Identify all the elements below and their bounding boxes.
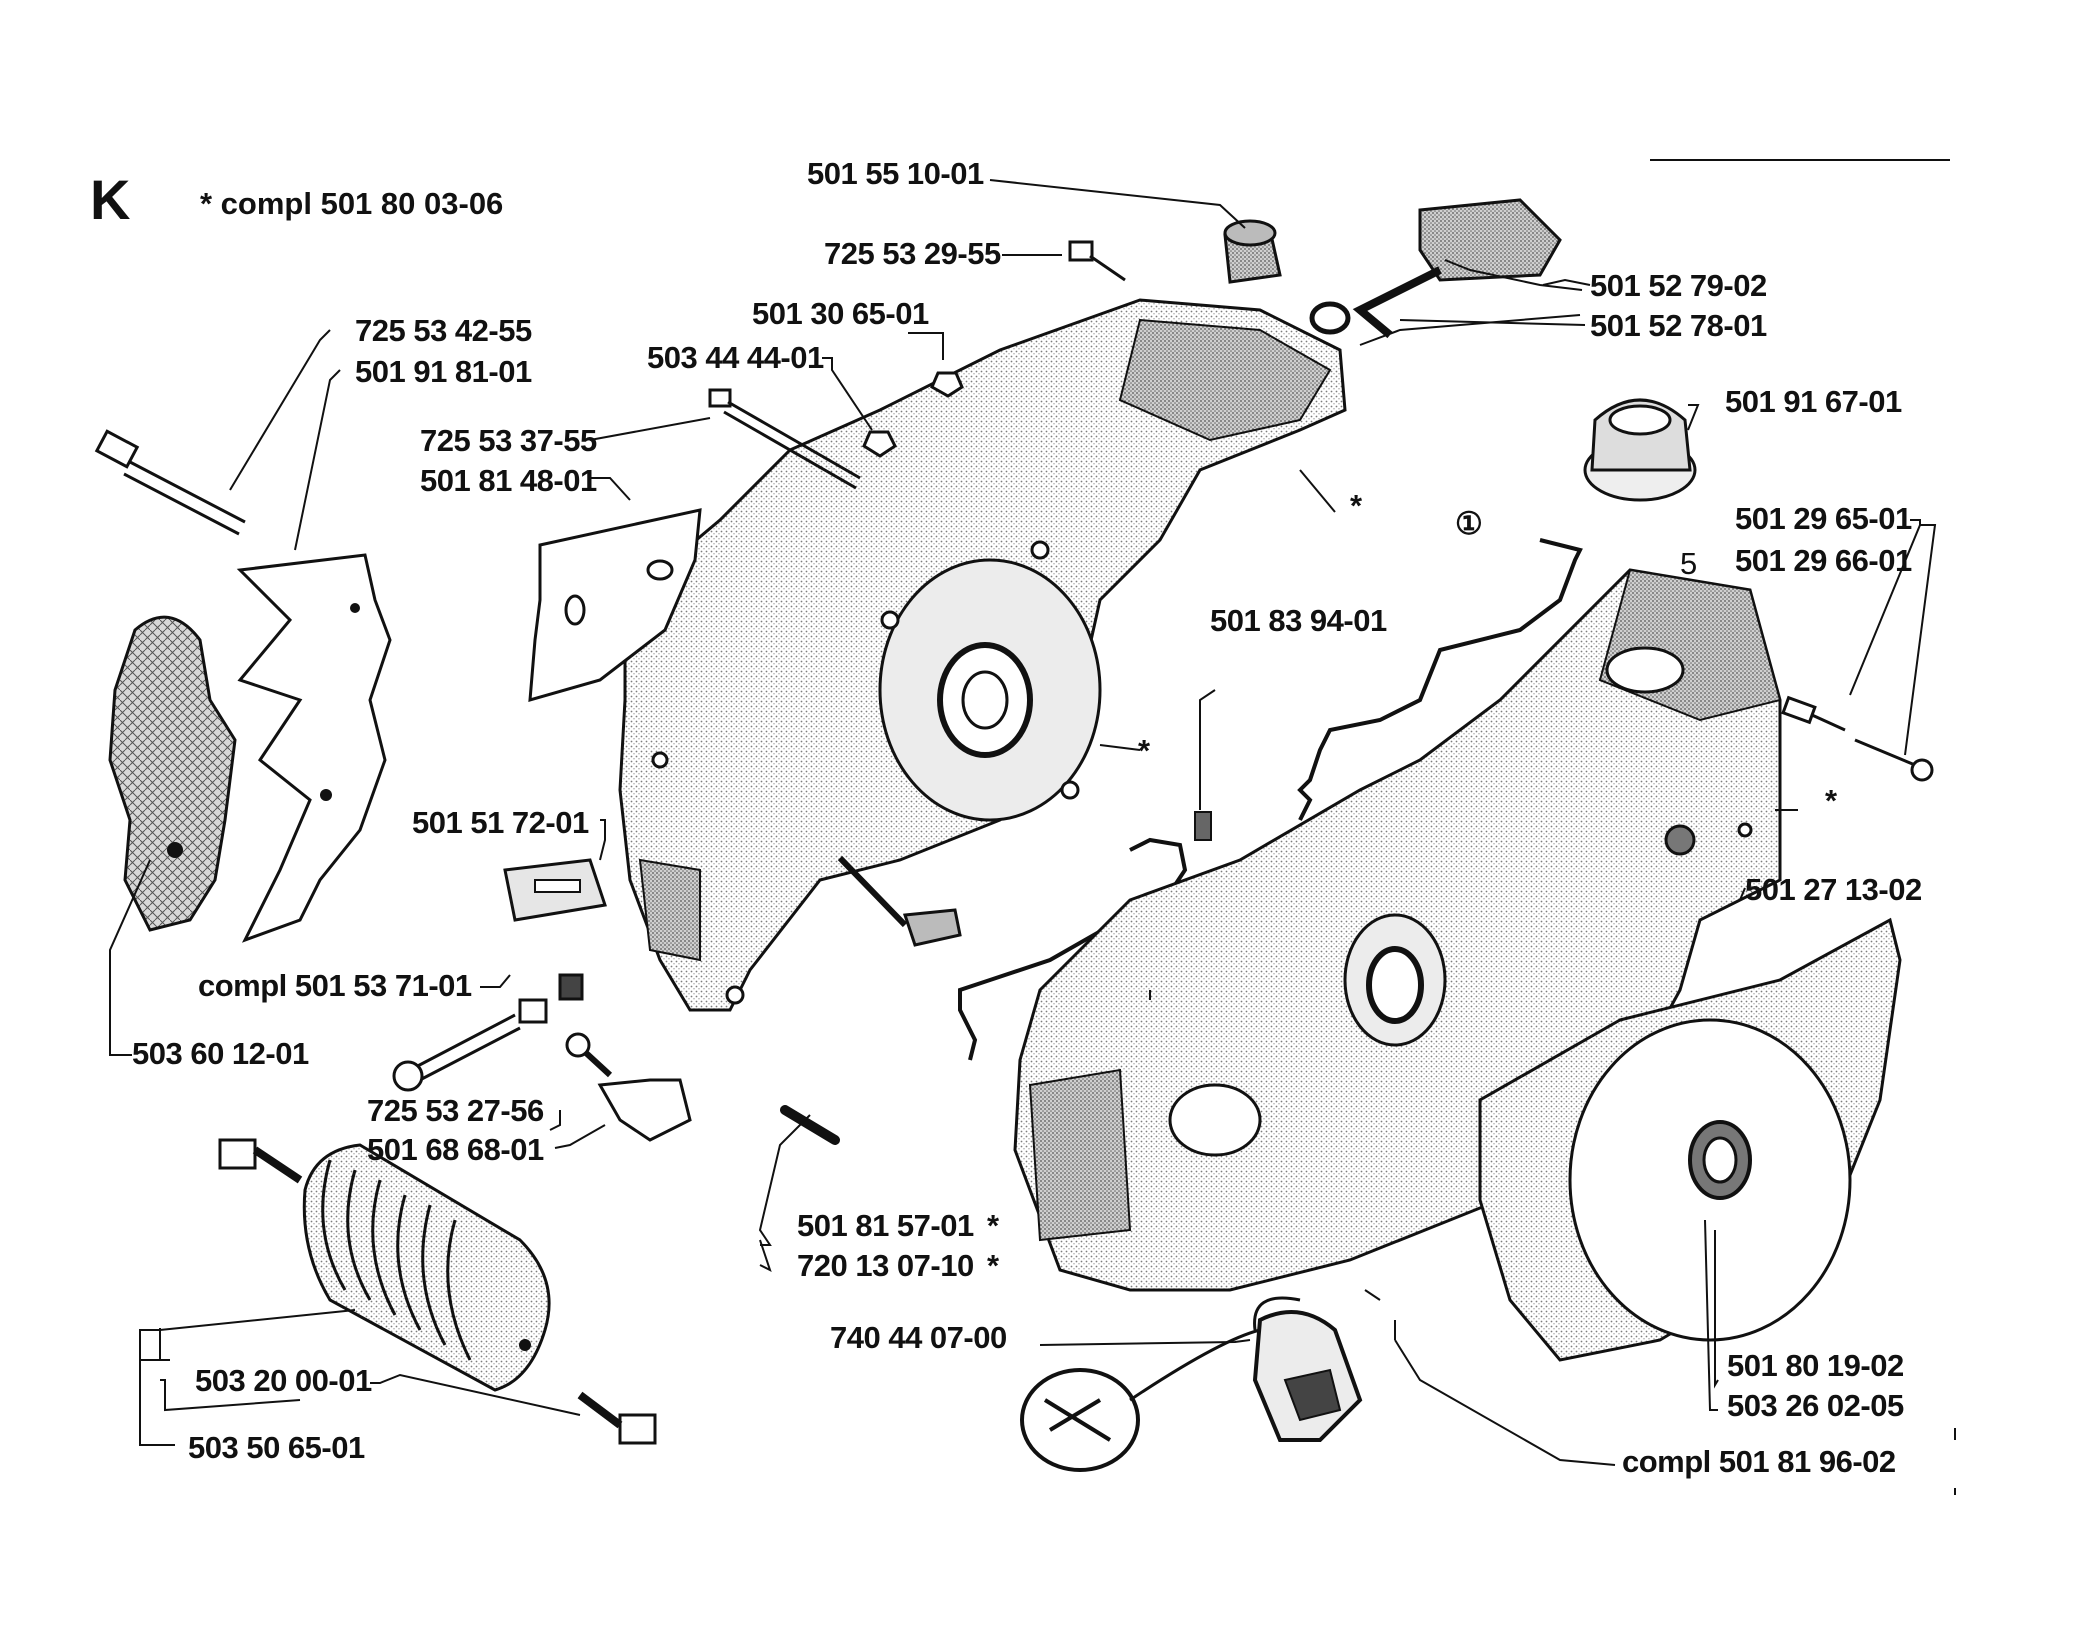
guide-plate: [528, 508, 702, 703]
screws-right: [1781, 695, 1934, 782]
part-label: 740 44 07-00: [830, 1320, 1007, 1355]
adjuster-screw: [392, 973, 584, 1092]
asterisk-mark: *: [1825, 783, 1838, 818]
part-label: 501 52 78-01: [1590, 308, 1767, 343]
section-note: * compl 501 80 03-06: [200, 186, 504, 221]
fuel-cap: [1020, 1296, 1363, 1472]
asterisk-mark: *: [1138, 733, 1151, 768]
part-label: 720 13 07-10: [797, 1248, 974, 1283]
buffer-top: [1223, 219, 1282, 284]
side-cover: [1478, 917, 1902, 1362]
part-label: 501 27 13-02: [1745, 872, 1922, 907]
bracket: [565, 1032, 692, 1142]
part-label: 501 81 48-01: [420, 463, 597, 498]
part-label: 501 80 19-02: [1727, 1348, 1904, 1383]
starter-handle: [1309, 198, 1562, 339]
section-letter: K: [90, 168, 131, 231]
part-label: 501 83 94-01: [1210, 603, 1387, 638]
part-label: 501 29 65-01: [1735, 501, 1912, 536]
leader-lines: [109, 179, 1956, 1495]
muffler-roll: [218, 1138, 657, 1445]
crankcase-housing: [618, 298, 1347, 1012]
part-label: 503 20 00-01: [195, 1363, 372, 1398]
part-label: 501 29 66-01: [1735, 543, 1912, 578]
part-label: 725 53 42-55: [355, 313, 532, 348]
five-mark: 5: [1680, 546, 1698, 581]
part-label: 501 91 81-01: [355, 354, 532, 389]
buffer-right: [1583, 398, 1697, 502]
part-label: 503 50 65-01: [188, 1430, 365, 1465]
asterisk-mark: *: [987, 1208, 1000, 1243]
part-label: 501 51 72-01: [412, 805, 589, 840]
part-label: 725 53 27-56: [367, 1093, 544, 1128]
part-label: 501 52 79-02: [1590, 268, 1767, 303]
slide-block: [837, 855, 962, 947]
asterisk-mark: *: [1350, 488, 1363, 523]
spring-small: [1194, 811, 1212, 841]
pin: [780, 1105, 840, 1145]
part-label: 501 81 57-01: [797, 1208, 974, 1243]
part-label: 503 60 12-01: [132, 1036, 309, 1071]
bolt-long-left: [94, 429, 246, 536]
part-label: 501 55 10-01: [807, 156, 984, 191]
part-label: 725 53 37-55: [420, 423, 597, 458]
part-label: 503 44 44-01: [647, 340, 824, 375]
part-label: compl 501 53 71-01: [198, 968, 472, 1003]
part-label: 501 91 67-01: [1725, 384, 1902, 419]
part-label: 501 30 65-01: [752, 296, 929, 331]
rubber-block: [503, 858, 607, 922]
part-label: 725 53 29-55: [824, 236, 1001, 271]
gasket-line: [958, 538, 1583, 1061]
asterisk-mark: *: [987, 1248, 1000, 1283]
heat-shield: [108, 615, 237, 932]
circled-one-mark: ①: [1455, 506, 1483, 541]
part-label: compl 501 81 96-02: [1622, 1444, 1896, 1479]
part-label: 501 68 68-01: [367, 1132, 544, 1167]
part-label: 503 26 02-05: [1727, 1388, 1904, 1423]
screw-top: [708, 240, 1126, 490]
guard-plate: [236, 553, 392, 943]
